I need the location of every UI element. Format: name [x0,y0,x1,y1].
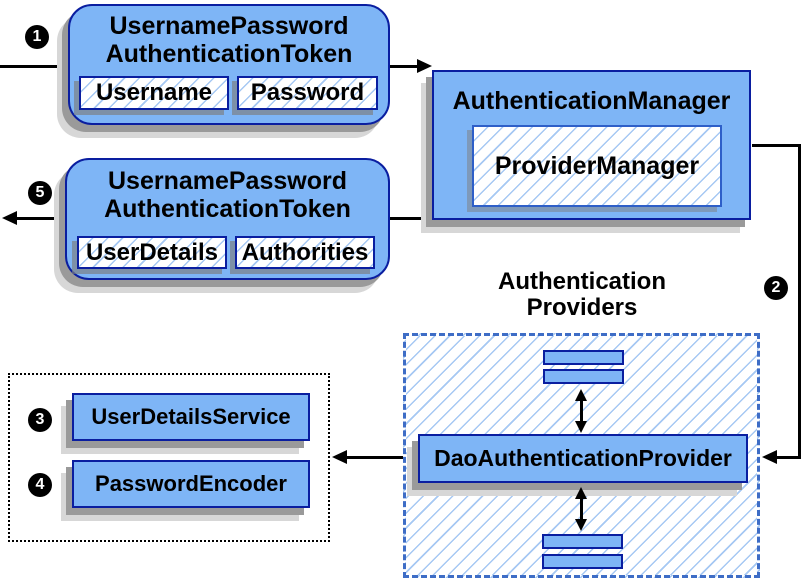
step-1-badge: 1 [25,25,49,49]
dao-authentication-provider-label: DaoAuthenticationProvider [434,445,732,471]
authorities-field-label: Authorities [241,238,369,266]
double-arrow-vertical-icon [575,421,587,433]
step-4-badge: 4 [28,473,52,497]
user-details-field-label: UserDetails [85,238,219,266]
username-password-token-request-node: UsernamePassword AuthenticationToken Use… [68,4,390,125]
services-container [8,373,330,542]
username-field-label: Username [95,79,213,106]
provider-placeholder-bar [542,534,623,549]
user-details-service-node: UserDetailsService [72,393,310,441]
arrowhead-left-icon [762,450,777,464]
connector-manager-to-provider-h1 [752,144,800,147]
step-3-badge: 3 [28,408,52,432]
user-details-service-label: UserDetailsService [91,404,291,429]
connector-manager-to-token [390,217,432,220]
provider-manager-node: ProviderManager [472,125,722,207]
double-arrow-vertical-icon [575,389,587,401]
username-field-box: Username [79,76,229,110]
token-request-title-line2: AuthenticationToken [105,40,353,68]
arrowhead-left-icon [332,450,347,464]
arrowhead-left-icon [2,211,17,225]
double-arrow-stem [579,497,583,521]
user-details-field-box: UserDetails [77,236,227,269]
step-5-badge: 5 [28,181,52,205]
dao-authentication-provider-node: DaoAuthenticationProvider [418,434,748,483]
double-arrow-vertical-icon [575,487,587,499]
connector-outgoing-response [14,217,66,220]
provider-manager-label: ProviderManager [494,151,700,180]
connector-manager-to-provider-v [798,144,801,459]
step-2-badge: 2 [764,276,788,300]
connector-manager-to-provider-h2 [776,456,800,459]
authorities-field-box: Authorities [235,236,375,269]
connector-provider-to-services [346,456,418,459]
providers-group-label: Authentication Providers [457,269,707,321]
providers-group-label-line2: Providers [526,294,638,321]
password-field-label: Password [250,79,365,106]
token-request-title-line1: UsernamePassword [109,12,349,40]
username-password-token-response-node: UsernamePassword AuthenticationToken Use… [65,158,390,280]
double-arrow-stem [579,399,583,424]
authentication-manager-node: AuthenticationManager ProviderManager [432,70,751,220]
provider-placeholder-bar [543,350,624,365]
password-encoder-node: PasswordEncoder [72,460,310,508]
password-field-box: Password [237,76,378,110]
token-response-title-line1: UsernamePassword [107,167,347,195]
authentication-manager-title: AuthenticationManager [452,87,731,115]
password-encoder-label: PasswordEncoder [95,471,287,496]
provider-placeholder-bar [543,369,624,384]
providers-group-label-line1: Authentication [498,268,666,295]
connector-token-to-manager [388,65,418,68]
double-arrow-vertical-icon [575,519,587,531]
provider-placeholder-bar [542,554,623,569]
connector-incoming-request [0,65,68,68]
token-response-title-line2: AuthenticationToken [104,195,351,223]
arrowhead-right-icon [417,59,432,73]
